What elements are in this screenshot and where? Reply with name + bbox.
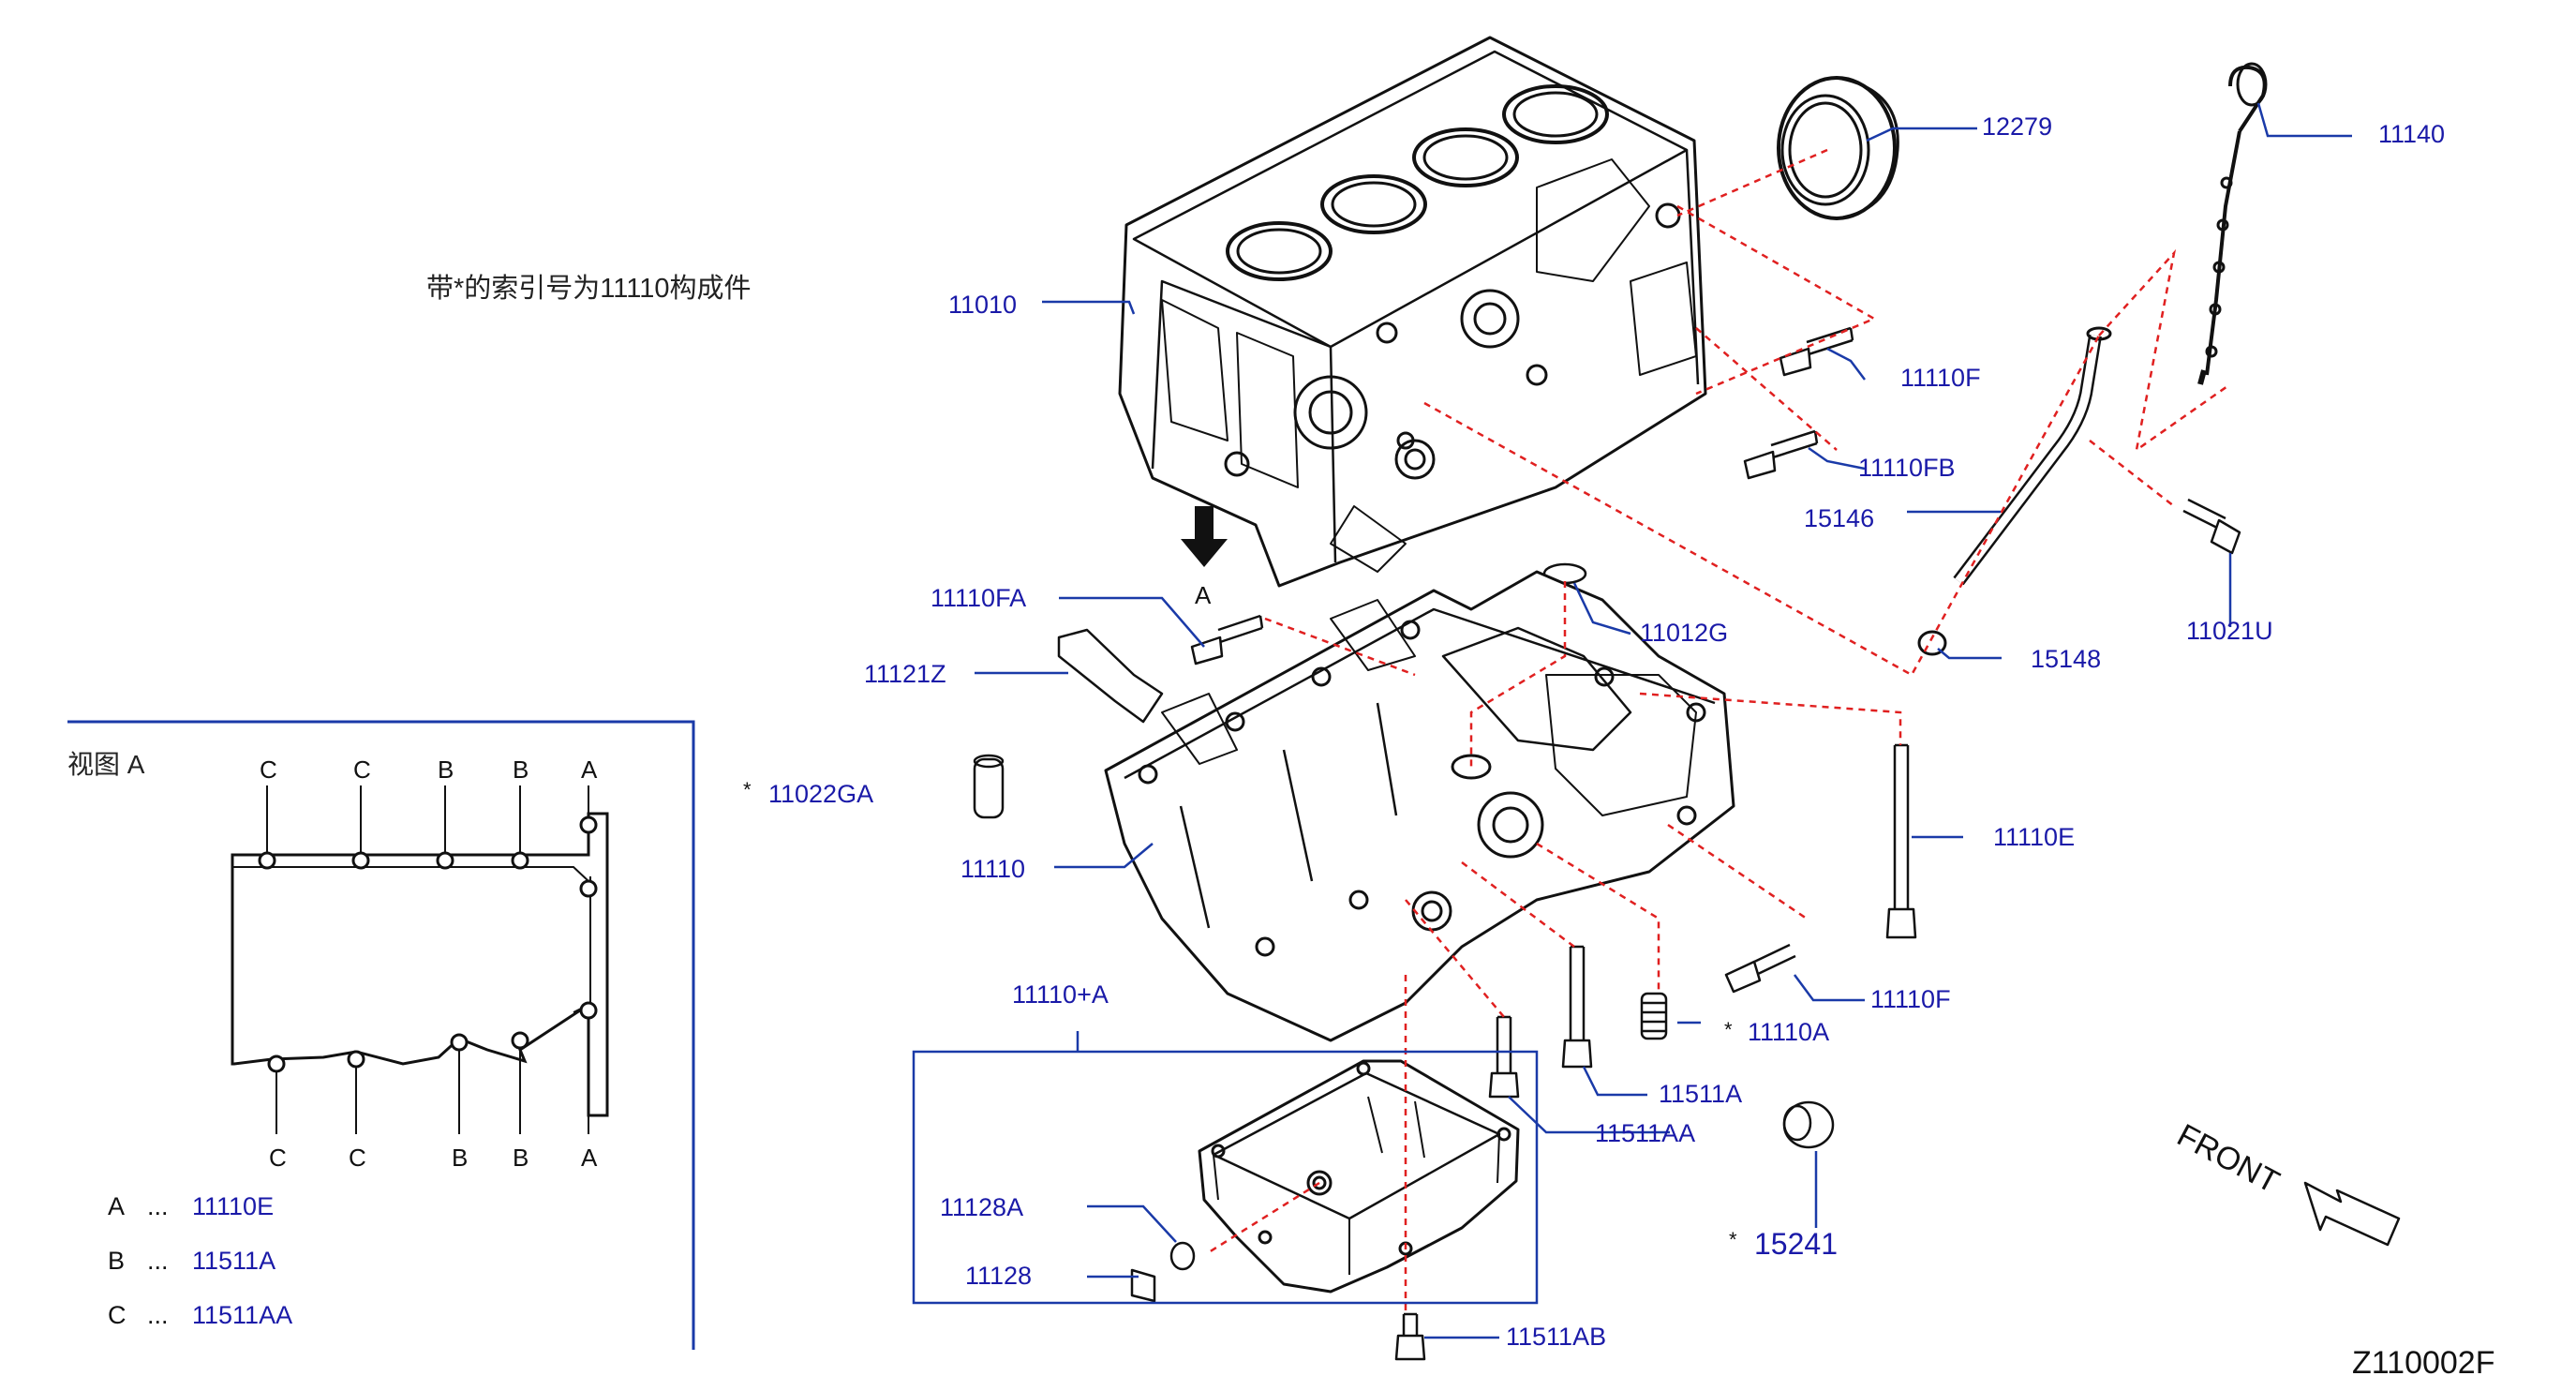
- view-a-frame: [67, 720, 695, 1350]
- legend-value[interactable]: 11511A: [192, 1247, 276, 1275]
- part-label-11110FA[interactable]: 11110FA: [931, 584, 1027, 612]
- legend-key: B: [108, 1247, 126, 1275]
- part-label-15241[interactable]: 15241: [1754, 1227, 1838, 1261]
- legend-dots: ...: [147, 1247, 169, 1275]
- bolts-drawing: [973, 326, 2241, 1361]
- star-mark: *: [1724, 1018, 1733, 1041]
- gauge-guide-drawing: [1917, 326, 2112, 656]
- part-label-11128[interactable]: 11128: [965, 1262, 1033, 1290]
- part-label-11128A[interactable]: 11128A: [940, 1193, 1024, 1221]
- part-label-11511AB[interactable]: 11511AB: [1506, 1323, 1607, 1351]
- part-label-11010[interactable]: 11010: [948, 291, 1018, 319]
- part-label-11110F[interactable]: 11110F: [1900, 364, 1981, 392]
- cylinder-block-drawing: [1118, 36, 1707, 588]
- part-label-11110[interactable]: 11110: [960, 855, 1026, 883]
- view-a-marker: A: [1195, 581, 1212, 609]
- part-label-11110F-lower[interactable]: 11110F: [1870, 985, 1951, 1013]
- star-mark: *: [743, 778, 752, 801]
- part-label-11140[interactable]: 11140: [2378, 120, 2446, 148]
- legend-dots: ...: [147, 1301, 169, 1329]
- front-arrow-icon: [2303, 1181, 2401, 1247]
- part-label-11110FB[interactable]: 11110FB: [1858, 454, 1956, 482]
- view-a-title: 视图 A: [67, 750, 145, 779]
- view-a-bottom-label: C: [349, 1144, 366, 1172]
- part-label-11021U[interactable]: 11021U: [2186, 617, 2273, 645]
- view-a-sketch: [231, 785, 609, 1134]
- star-mark: *: [1729, 1228, 1737, 1251]
- legend-key: C: [108, 1301, 127, 1329]
- assembly-note: 带*的索引号为11110构成件: [426, 274, 752, 304]
- legend-value[interactable]: 11110E: [192, 1192, 275, 1220]
- part-label-11511AA[interactable]: 11511AA: [1595, 1119, 1696, 1147]
- view-a-bottom-label: C: [269, 1144, 287, 1172]
- assembly-dashed-lines: [1208, 148, 2231, 1312]
- part-label-11022GA[interactable]: 11022GA: [768, 780, 874, 808]
- oil-pan-drawing: [1198, 1059, 1520, 1294]
- view-a-top-label: B: [438, 755, 454, 784]
- legend-value[interactable]: 11511AA: [192, 1301, 293, 1329]
- part-label-11121Z[interactable]: 11121Z: [864, 660, 946, 688]
- oil-seal-drawing: [1777, 76, 1899, 220]
- legend-dots: ...: [147, 1192, 169, 1220]
- oil-level-gauge-drawing: [2197, 62, 2268, 385]
- part-label-11110E[interactable]: 11110E: [1993, 823, 2076, 851]
- part-label-12279[interactable]: 12279: [1982, 112, 2053, 141]
- part-label-15148[interactable]: 15148: [2031, 645, 2102, 673]
- part-label-11012G[interactable]: 11012G: [1640, 619, 1729, 647]
- lower-crankcase-drawing: [1104, 570, 1735, 1042]
- part-label-11511A[interactable]: 11511A: [1659, 1080, 1743, 1108]
- view-a-bottom-label: B: [513, 1144, 529, 1172]
- leader-lines: [912, 102, 2352, 1339]
- part-label-11110A[interactable]: 11110A: [1748, 1018, 1830, 1046]
- view-a-top-label: A: [581, 755, 598, 784]
- view-a-bottom-label: A: [581, 1144, 598, 1172]
- view-a-top-label: B: [513, 755, 529, 784]
- view-a-arrow-icon: [1181, 506, 1228, 567]
- view-a-legend-row: A... 11110E: [108, 1192, 274, 1221]
- view-a-legend-row: C... 11511AA: [108, 1301, 292, 1330]
- part-label-11110pA[interactable]: 11110+A: [1012, 980, 1109, 1009]
- legend-key: A: [108, 1192, 126, 1220]
- view-a-legend-row: B... 11511A: [108, 1247, 275, 1276]
- part-label-15146[interactable]: 15146: [1804, 504, 1875, 532]
- drawing-code: Z110002F: [2352, 1345, 2495, 1381]
- view-a-top-label: C: [260, 755, 277, 784]
- view-a-bottom-label: B: [452, 1144, 469, 1172]
- view-a-top-label: C: [353, 755, 371, 784]
